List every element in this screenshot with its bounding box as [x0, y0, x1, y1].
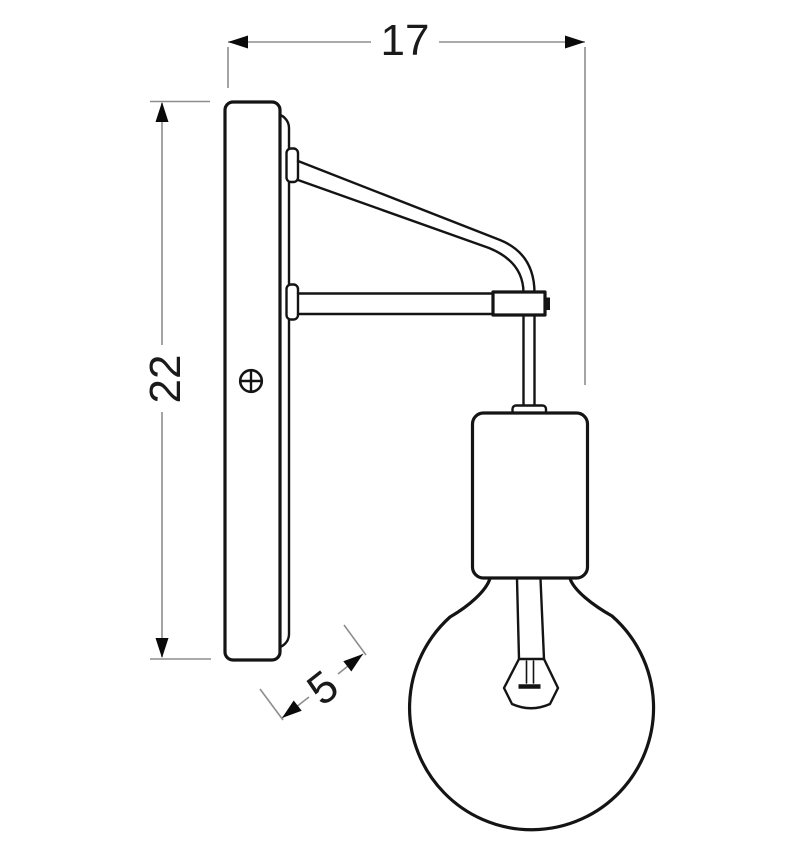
- height-arrowhead-top-icon: [155, 102, 169, 122]
- bulb-stem-left-edge: [515, 577, 521, 661]
- depth-extension-line-upper: [343, 624, 367, 656]
- bulb-stem-flare: [502, 657, 560, 710]
- lamp-socket-holder: [470, 411, 590, 580]
- depth-arrowhead-upper-icon: [343, 654, 363, 672]
- lamp-head: [407, 404, 656, 832]
- depth-dimension-label: 5: [298, 661, 347, 715]
- diagonal-strut-outer-edge: [296, 159, 536, 295]
- width-arrowhead-right-icon: [565, 35, 585, 49]
- bulb-stem-right-edge: [539, 577, 546, 661]
- lamp-arm: [296, 159, 550, 408]
- glass-bulb-outline: [407, 576, 656, 832]
- height-dimension-label: 22: [141, 355, 190, 404]
- width-dimension-label: 17: [381, 16, 430, 65]
- wall-mount-plate: [223, 100, 300, 662]
- lower-arm-boss: [285, 283, 300, 321]
- dimension-height: 22: [141, 100, 211, 660]
- depth-arrowhead-lower-icon: [282, 700, 302, 718]
- connector-end-nub: [545, 297, 550, 310]
- height-arrowhead-bottom-icon: [155, 638, 169, 658]
- width-arrowhead-left-icon: [228, 35, 248, 49]
- upper-arm-boss: [285, 147, 300, 184]
- mounting-screw-icon: [238, 368, 264, 394]
- depth-extension-line-lower: [259, 688, 284, 721]
- dimension-width: 17: [227, 16, 586, 385]
- diagonal-strut-inner-edge: [296, 178, 525, 295]
- arm-connector-sleeve: [491, 290, 547, 317]
